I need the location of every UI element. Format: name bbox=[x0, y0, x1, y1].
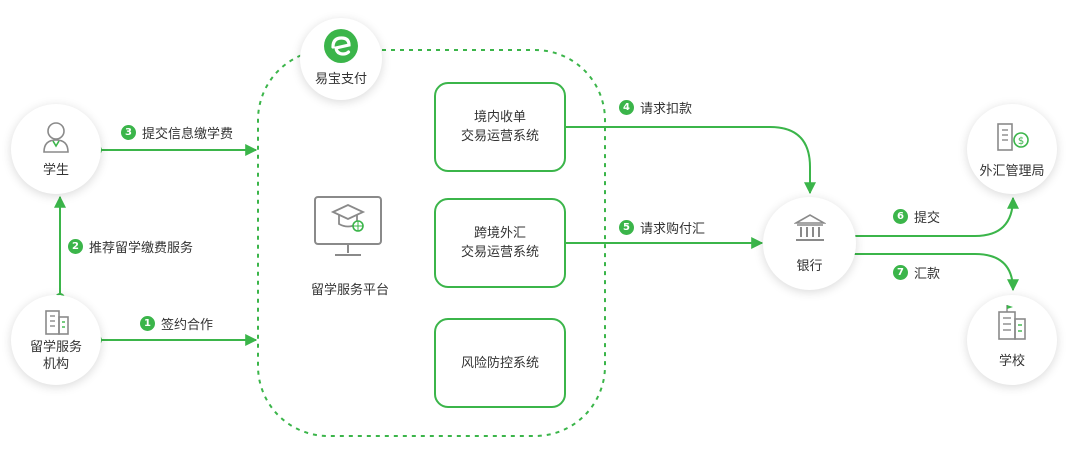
bank-label: 银行 bbox=[796, 259, 823, 274]
step-4-label: 4 请求扣款 bbox=[619, 98, 692, 117]
school-building-icon bbox=[998, 305, 1026, 340]
bank-icon bbox=[794, 214, 826, 241]
step-text: 请求购付汇 bbox=[640, 222, 706, 237]
step-2-label: 2 推荐留学缴费服务 bbox=[68, 237, 193, 256]
step-number-badge: 2 bbox=[68, 239, 83, 254]
domestic-acquiring-system-box: 境内收单 交易运营系统 bbox=[434, 82, 566, 172]
system-label: 跨境外汇 交易运营系统 bbox=[460, 226, 539, 260]
yeepay-node: 易宝支付 bbox=[300, 18, 382, 100]
school-node: 学校 bbox=[967, 295, 1057, 385]
step-number-badge: 1 bbox=[140, 316, 155, 331]
system-label: 风险防控系统 bbox=[460, 355, 539, 371]
agency-node: 留学服务 机构 bbox=[11, 295, 101, 385]
student-node: 学生 bbox=[11, 104, 101, 194]
step-text: 推荐留学缴费服务 bbox=[89, 241, 194, 256]
step-number-badge: 6 bbox=[893, 209, 908, 224]
step-3-label: 3 提交信息缴学费 bbox=[121, 123, 233, 142]
cross-border-forex-system-box: 跨境外汇 交易运营系统 bbox=[434, 198, 566, 288]
bank-node: 银行 bbox=[763, 197, 856, 290]
school-label: 学校 bbox=[998, 354, 1025, 369]
step-text: 提交信息缴学费 bbox=[142, 127, 234, 142]
step-number-badge: 4 bbox=[619, 100, 634, 115]
user-icon bbox=[43, 122, 69, 153]
step-7-label: 7 汇款 bbox=[893, 263, 940, 282]
connector-step-7 bbox=[852, 253, 1019, 292]
yeepay-logo bbox=[324, 29, 358, 63]
step-text: 请求扣款 bbox=[640, 102, 693, 117]
step-number-badge: 3 bbox=[121, 125, 136, 140]
student-label: 学生 bbox=[42, 163, 69, 178]
step-number-badge: 7 bbox=[893, 265, 908, 280]
platform-label: 留学服务平台 bbox=[310, 283, 389, 298]
yeepay-label: 易宝支付 bbox=[314, 72, 367, 87]
step-text: 汇款 bbox=[914, 267, 941, 282]
monitor-graduation-cap-icon bbox=[314, 196, 382, 256]
forex-bureau-label: 外汇管理局 bbox=[979, 164, 1045, 179]
agency-label: 留学服务 机构 bbox=[29, 340, 82, 372]
step-6-label: 6 提交 bbox=[893, 207, 940, 226]
platform-boundary bbox=[257, 49, 606, 437]
step-1-label: 1 签约合作 bbox=[140, 314, 213, 333]
step-number-badge: 5 bbox=[619, 220, 634, 235]
building-dollar-icon: $ bbox=[997, 123, 1029, 151]
step-5-label: 5 请求购付汇 bbox=[619, 218, 705, 237]
svg-text:$: $ bbox=[1018, 136, 1024, 147]
connector-step-6 bbox=[852, 196, 1019, 237]
building-icon bbox=[45, 310, 69, 335]
system-label: 境内收单 交易运营系统 bbox=[460, 110, 539, 144]
connector-step-4 bbox=[563, 126, 816, 195]
risk-control-system-box: 风险防控系统 bbox=[434, 318, 566, 408]
forex-bureau-node: $ 外汇管理局 bbox=[967, 104, 1057, 194]
step-text: 提交 bbox=[914, 211, 941, 226]
step-text: 签约合作 bbox=[161, 318, 214, 333]
